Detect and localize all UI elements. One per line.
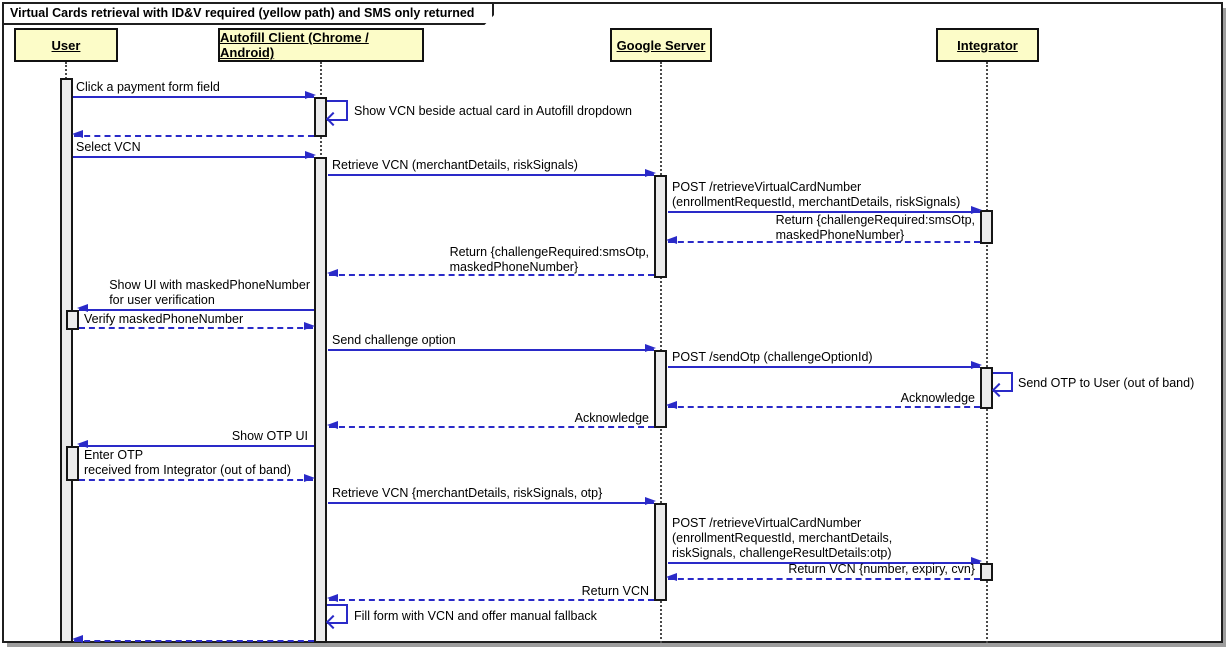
participant-user: User (14, 28, 118, 62)
message-label-1: Click a payment form field (76, 80, 220, 94)
message-label-16: Show OTP UI (231, 429, 308, 443)
message-label-12: POST /sendOtp (challengeOptionId) (672, 350, 873, 364)
message-label-17: Enter OTP received from Integrator (out … (84, 448, 292, 477)
message-label-8: Return {challengeRequired:smsOtp, masked… (449, 245, 649, 274)
participant-google-server: Google Server (610, 28, 712, 62)
self-message-2 (325, 100, 348, 127)
activation-bar-google-3 (654, 503, 667, 601)
message-label-15: Acknowledge (574, 411, 649, 425)
message-label-5: Retrieve VCN (merchantDetails, riskSigna… (332, 158, 578, 172)
participant-autofill-client: Autofill Client (Chrome / Android) (218, 28, 424, 62)
activation-bar-user-nested-2 (66, 446, 79, 481)
message-label-20: Return VCN {number, expiry, cvn} (788, 562, 975, 576)
message-label-22: Fill form with VCN and offer manual fall… (354, 609, 597, 623)
message-label-11: Send challenge option (332, 333, 456, 347)
diagram-title: Virtual Cards retrieval with ID&V requir… (2, 2, 494, 25)
activation-bar-user-nested-1 (66, 310, 79, 330)
participant-integrator: Integrator (936, 28, 1039, 62)
message-label-13: Send OTP to User (out of band) (1018, 376, 1195, 390)
message-label-2: Show VCN beside actual card in Autofill … (354, 104, 632, 118)
message-label-19: POST /retrieveVirtualCardNumber (enrollm… (672, 516, 893, 560)
activation-bar-autofill-1 (314, 97, 327, 137)
activation-bar-autofill-2 (314, 157, 327, 643)
message-label-21: Return VCN (581, 584, 649, 598)
activation-bar-user-main (60, 78, 73, 643)
activation-bar-integrator-1 (980, 210, 993, 244)
message-label-9: Show UI with maskedPhoneNumber for user … (109, 278, 310, 307)
self-message-22 (325, 604, 348, 630)
self-message-13 (991, 372, 1013, 398)
message-label-6: POST /retrieveVirtualCardNumber (enrollm… (672, 180, 961, 209)
activation-bar-integrator-3 (980, 563, 993, 581)
message-label-18: Retrieve VCN {merchantDetails, riskSigna… (332, 486, 603, 500)
lifeline-integrator (986, 62, 988, 643)
activation-bar-google-2 (654, 350, 667, 428)
activation-bar-integrator-2 (980, 367, 993, 409)
message-label-7: Return {challengeRequired:smsOtp, masked… (775, 213, 975, 242)
activation-bar-google-1 (654, 175, 667, 278)
message-label-4: Select VCN (76, 140, 141, 154)
message-label-10: Verify maskedPhoneNumber (84, 312, 244, 326)
message-label-14: Acknowledge (900, 391, 975, 405)
